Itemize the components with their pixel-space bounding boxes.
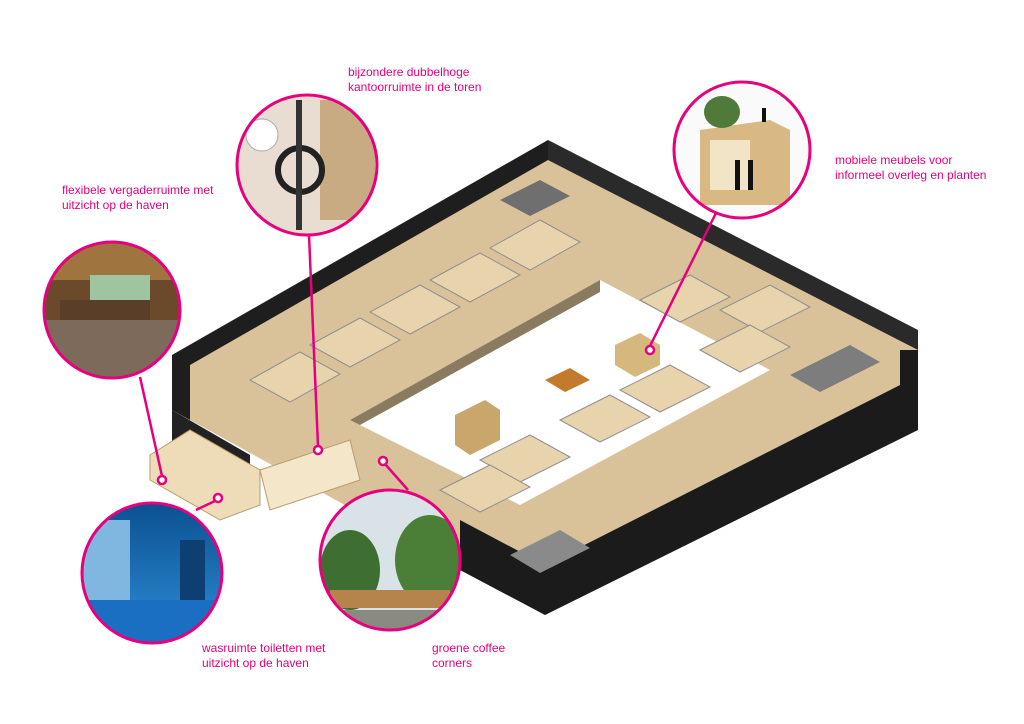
photo-mobile-furniture — [672, 80, 812, 220]
marker-tower — [312, 444, 324, 456]
callout-tower: bijzondere dubbelhoge kantoorruimte in d… — [348, 65, 482, 94]
photo-coffee-corner — [318, 488, 462, 632]
marker-meeting — [156, 474, 168, 486]
callout-coffee: groene coffee corners — [432, 641, 506, 670]
callout-furniture: mobiele meubels voor informeel overleg e… — [835, 153, 987, 182]
location-markers — [156, 344, 656, 504]
photo-spiral-staircase — [235, 93, 379, 237]
marker-coffee — [377, 455, 389, 467]
leader-lines — [138, 212, 718, 512]
callout-toilets: wasruimte toiletten met uitzicht op de h… — [202, 641, 326, 670]
marker-toilets — [212, 492, 224, 504]
callout-meeting: flexibele vergaderruimte met uitzicht op… — [62, 183, 214, 212]
photo-meeting-room — [42, 240, 182, 380]
photo-washroom — [80, 501, 224, 645]
marker-furniture — [644, 344, 656, 356]
